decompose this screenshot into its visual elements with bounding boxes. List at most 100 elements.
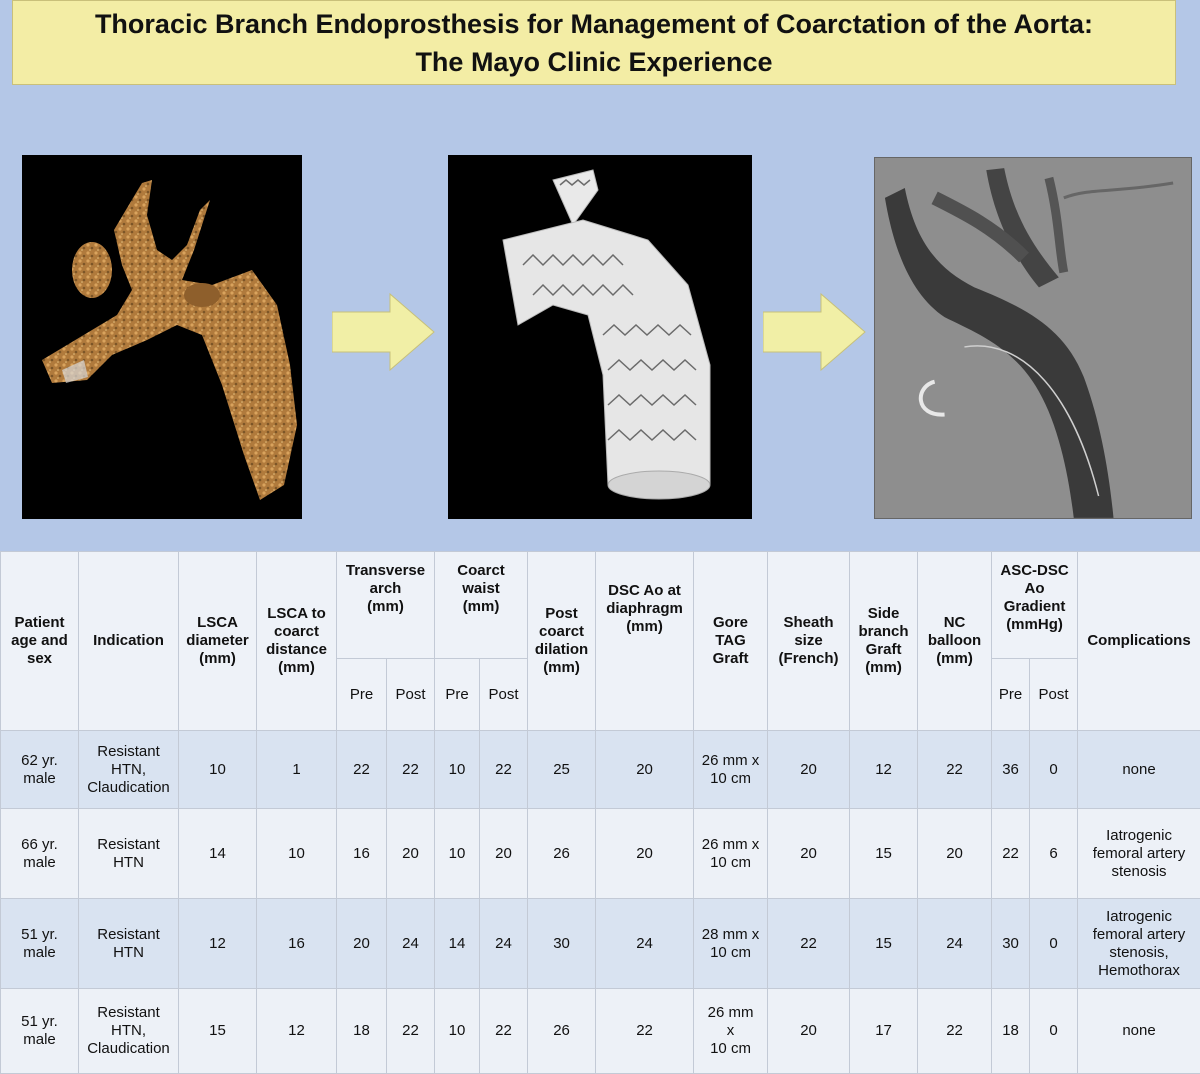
- aorta-3d-reconstruction-image: [22, 155, 302, 519]
- header-grad-pre: Pre: [992, 659, 1030, 731]
- patient-data-table: Patient age and sex Indication LSCA diam…: [0, 551, 1200, 1074]
- cell-nc-balloon: 24: [918, 899, 992, 989]
- cell-post-coarct: 30: [528, 899, 596, 989]
- header-arch-pre: Pre: [337, 659, 387, 731]
- cell-grad-post: 6: [1030, 809, 1078, 899]
- header-dsc-ao: DSC Ao at diaphragm (mm): [596, 552, 694, 731]
- cell-grad-pre: 36: [992, 731, 1030, 809]
- cell-post-coarct: 26: [528, 989, 596, 1074]
- header-lsca-distance: LSCA to coarct distance (mm): [257, 552, 337, 731]
- cell-nc-balloon: 22: [918, 989, 992, 1074]
- cell-gore-tag: 28 mm x 10 cm: [694, 899, 768, 989]
- aorta-reconstruction-drawing: [22, 155, 302, 519]
- cell-post-coarct: 26: [528, 809, 596, 899]
- cell-sheath: 20: [768, 989, 850, 1074]
- cell-gore-tag: 26 mm x 10 cm: [694, 989, 768, 1074]
- cell-side-branch: 12: [850, 731, 918, 809]
- table-row: 66 yr. male Resistant HTN 14 10 16 20 10…: [1, 809, 1200, 899]
- cell-complications: Iatrogenic femoral artery stenosis: [1078, 809, 1200, 899]
- cell-patient: 51 yr. male: [1, 899, 79, 989]
- cell-indication: Resistant HTN: [79, 899, 179, 989]
- poster-title-line-2: The Mayo Clinic Experience: [415, 43, 772, 81]
- cell-waist-pre: 10: [435, 809, 480, 899]
- cell-gore-tag: 26 mm x 10 cm: [694, 731, 768, 809]
- header-waist-post: Post: [480, 659, 528, 731]
- cell-dsc-ao: 24: [596, 899, 694, 989]
- cell-post-coarct: 25: [528, 731, 596, 809]
- cell-lsca-distance: 16: [257, 899, 337, 989]
- table-row: 51 yr. male Resistant HTN, Claudication …: [1, 989, 1200, 1074]
- table-row: 51 yr. male Resistant HTN 12 16 20 24 14…: [1, 899, 1200, 989]
- header-gradient: ASC-DSC Ao Gradient (mmHg): [992, 552, 1078, 659]
- cell-dsc-ao: 22: [596, 989, 694, 1074]
- cell-dsc-ao: 20: [596, 731, 694, 809]
- poster-title-line-1: Thoracic Branch Endoprosthesis for Manag…: [95, 5, 1093, 43]
- header-gore-tag: Gore TAG Graft: [694, 552, 768, 731]
- cell-lsca-diameter: 15: [179, 989, 257, 1074]
- cell-complications: none: [1078, 989, 1200, 1074]
- cell-arch-post: 22: [387, 731, 435, 809]
- cell-lsca-distance: 12: [257, 989, 337, 1074]
- cell-arch-post: 24: [387, 899, 435, 989]
- cell-nc-balloon: 20: [918, 809, 992, 899]
- header-arch-post: Post: [387, 659, 435, 731]
- right-arrow-icon-2: [763, 292, 867, 372]
- header-coarct-waist: Coarct waist (mm): [435, 552, 528, 659]
- cell-lsca-distance: 10: [257, 809, 337, 899]
- cell-side-branch: 15: [850, 899, 918, 989]
- right-arrow-icon: [332, 292, 436, 372]
- header-waist-pre: Pre: [435, 659, 480, 731]
- header-indication: Indication: [79, 552, 179, 731]
- cell-patient: 62 yr. male: [1, 731, 79, 809]
- cell-waist-pre: 14: [435, 899, 480, 989]
- cell-indication: Resistant HTN: [79, 809, 179, 899]
- cell-grad-post: 0: [1030, 989, 1078, 1074]
- cell-side-branch: 17: [850, 989, 918, 1074]
- cell-arch-pre: 16: [337, 809, 387, 899]
- cell-waist-post: 24: [480, 899, 528, 989]
- cell-grad-pre: 30: [992, 899, 1030, 989]
- cell-patient: 66 yr. male: [1, 809, 79, 899]
- header-post-coarct: Post coarct dilation (mm): [528, 552, 596, 731]
- cell-lsca-distance: 1: [257, 731, 337, 809]
- cell-indication: Resistant HTN, Claudication: [79, 731, 179, 809]
- header-complications: Complications: [1078, 552, 1200, 731]
- cell-sheath: 20: [768, 731, 850, 809]
- cell-grad-pre: 18: [992, 989, 1030, 1074]
- cell-sheath: 22: [768, 899, 850, 989]
- header-side-branch: Side branch Graft (mm): [850, 552, 918, 731]
- cell-patient: 51 yr. male: [1, 989, 79, 1074]
- angiogram-image: [874, 157, 1192, 519]
- header-transverse-arch: Transverse arch (mm): [337, 552, 435, 659]
- cell-sheath: 20: [768, 809, 850, 899]
- cell-gore-tag: 26 mm x 10 cm: [694, 809, 768, 899]
- cell-arch-pre: 20: [337, 899, 387, 989]
- cell-waist-post: 22: [480, 989, 528, 1074]
- cell-side-branch: 15: [850, 809, 918, 899]
- cell-lsca-diameter: 12: [179, 899, 257, 989]
- header-grad-post: Post: [1030, 659, 1078, 731]
- cell-arch-post: 20: [387, 809, 435, 899]
- cell-waist-post: 20: [480, 809, 528, 899]
- cell-waist-pre: 10: [435, 989, 480, 1074]
- poster-title-box: Thoracic Branch Endoprosthesis for Manag…: [12, 0, 1176, 85]
- cell-grad-post: 0: [1030, 731, 1078, 809]
- cell-waist-post: 22: [480, 731, 528, 809]
- cell-indication: Resistant HTN, Claudication: [79, 989, 179, 1074]
- cell-arch-pre: 18: [337, 989, 387, 1074]
- header-lsca-diameter: LSCA diameter (mm): [179, 552, 257, 731]
- header-sheath: Sheath size (French): [768, 552, 850, 731]
- cell-arch-post: 22: [387, 989, 435, 1074]
- table-row: 62 yr. male Resistant HTN, Claudication …: [1, 731, 1200, 809]
- header-nc-balloon: NC balloon (mm): [918, 552, 992, 731]
- table-body: 62 yr. male Resistant HTN, Claudication …: [1, 731, 1200, 1074]
- table-header-row: Patient age and sex Indication LSCA diam…: [1, 552, 1200, 659]
- cell-complications: Iatrogenic femoral artery stenosis, Hemo…: [1078, 899, 1200, 989]
- cell-nc-balloon: 22: [918, 731, 992, 809]
- angiogram-drawing: [875, 158, 1191, 518]
- cell-lsca-diameter: 14: [179, 809, 257, 899]
- cell-grad-post: 0: [1030, 899, 1078, 989]
- cell-waist-pre: 10: [435, 731, 480, 809]
- stent-graft-device-image: [448, 155, 752, 519]
- cell-grad-pre: 22: [992, 809, 1030, 899]
